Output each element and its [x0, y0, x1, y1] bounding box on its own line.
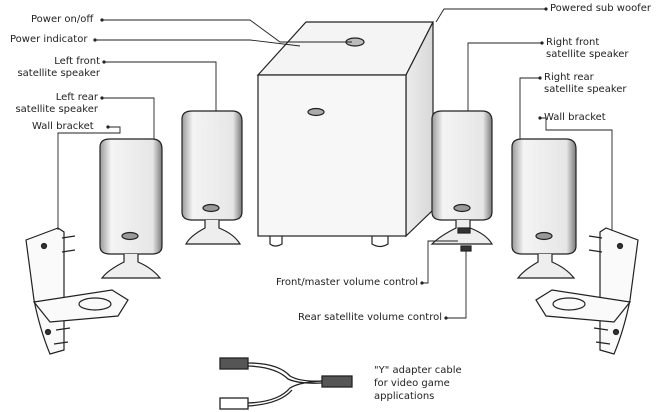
logo-badge-icon — [307, 107, 325, 117]
label-right-rear-line2: satellite speaker — [544, 84, 627, 95]
label-right-front-line2: satellite speaker — [546, 49, 629, 60]
subwoofer — [256, 21, 434, 248]
label-wall-bracket-right: Wall bracket — [544, 112, 606, 123]
label-y-cable-line2: for video game — [374, 378, 450, 389]
label-left-rear-line2: satellite speaker — [15, 104, 98, 115]
label-right-rear-line1: Right rear — [544, 72, 594, 83]
rear-volume-knob-icon — [460, 245, 472, 252]
label-left-rear-line1: Left rear — [55, 92, 98, 103]
label-power-on-off: Power on/off — [31, 14, 94, 25]
label-rear-satellite-volume: Rear satellite volume control — [298, 312, 442, 323]
left-rear-satellite-speaker — [99, 138, 163, 279]
callout-dots — [93, 7, 548, 320]
y-adapter-cable — [219, 357, 353, 410]
label-y-cable-line1: "Y" adapter cable — [374, 365, 462, 376]
label-right-front-line1: Right front — [546, 37, 600, 48]
label-power-indicator: Power indicator — [10, 34, 88, 45]
right-wall-bracket — [535, 227, 639, 355]
left-front-satellite-speaker — [181, 110, 243, 245]
label-y-cable-line3: applications — [374, 391, 435, 402]
front-master-volume-knob-icon — [457, 227, 471, 234]
callout-lines — [57, 8, 613, 319]
right-rear-satellite-speaker — [511, 138, 577, 279]
label-wall-bracket-left: Wall bracket — [32, 121, 94, 132]
left-wall-bracket — [25, 227, 129, 355]
right-front-satellite-speaker — [430, 110, 494, 252]
label-powered-sub-woofer: Powered sub woofer — [550, 3, 651, 14]
label-left-front-line1: Left front — [54, 56, 100, 67]
label-front-master-volume: Front/master volume control — [276, 277, 418, 288]
label-left-front-line2: satellite speaker — [17, 68, 100, 79]
